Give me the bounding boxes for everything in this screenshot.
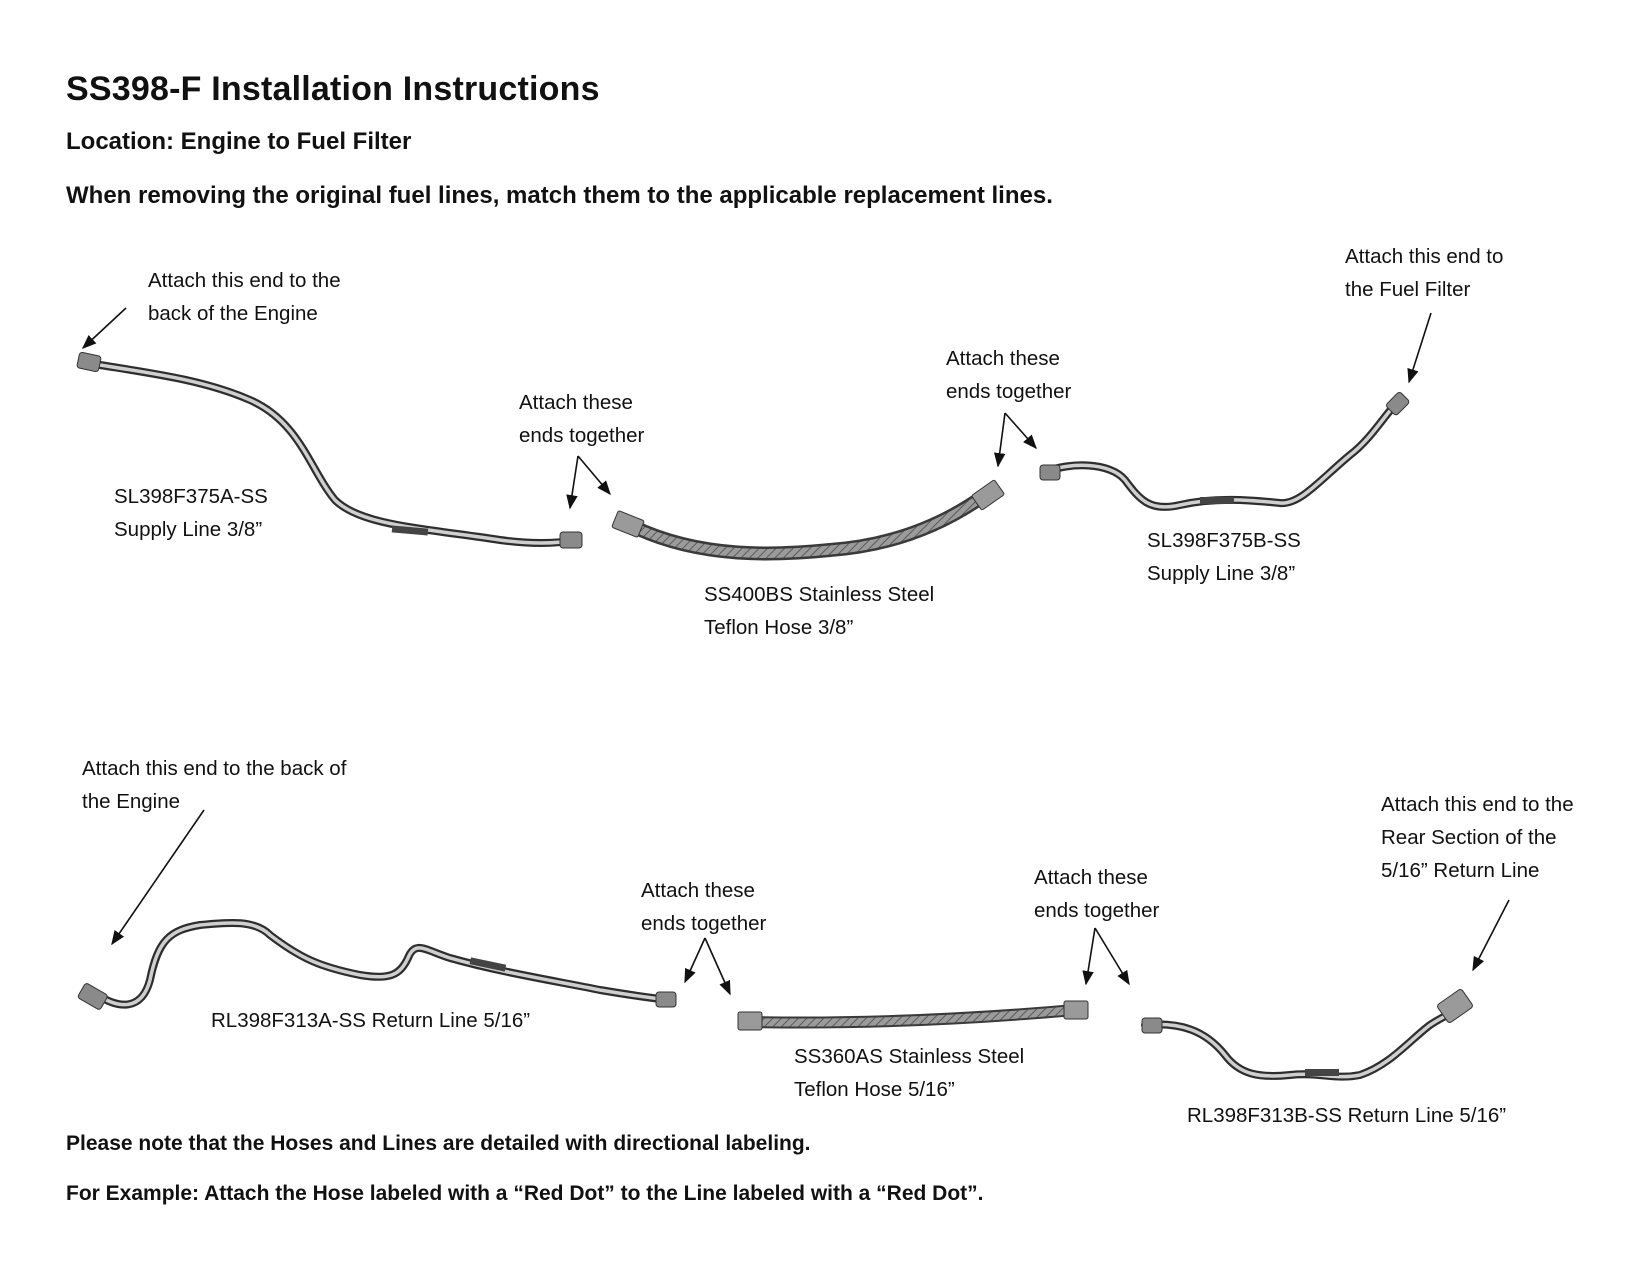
instruction-text: When removing the original fuel lines, m…: [66, 182, 1053, 209]
return-line-a-tube: [77, 918, 677, 1010]
return-line-b-tube: [1141, 989, 1473, 1081]
return-line-a-label: RL398F313A-SS Return Line 5/16”: [211, 1009, 531, 1032]
return-hose: [737, 1000, 1089, 1031]
page-title: SS398-F Installation Instructions: [66, 70, 600, 108]
location-subtitle: Location: Engine to Fuel Filter: [66, 128, 412, 155]
return-line-b-label: RL398F313B-SS Return Line 5/16”: [1187, 1104, 1507, 1127]
supply-line-b-tube: [1039, 392, 1410, 511]
directional-labeling-note: Please note that the Hoses and Lines are…: [66, 1132, 811, 1155]
supply-line-a-tube: [76, 351, 583, 549]
supply-hose: [611, 479, 1005, 561]
supply-arrows: [81, 307, 1432, 510]
red-dot-example-note: For Example: Attach the Hose labeled wit…: [66, 1182, 984, 1205]
return-arrows: [111, 809, 1510, 996]
